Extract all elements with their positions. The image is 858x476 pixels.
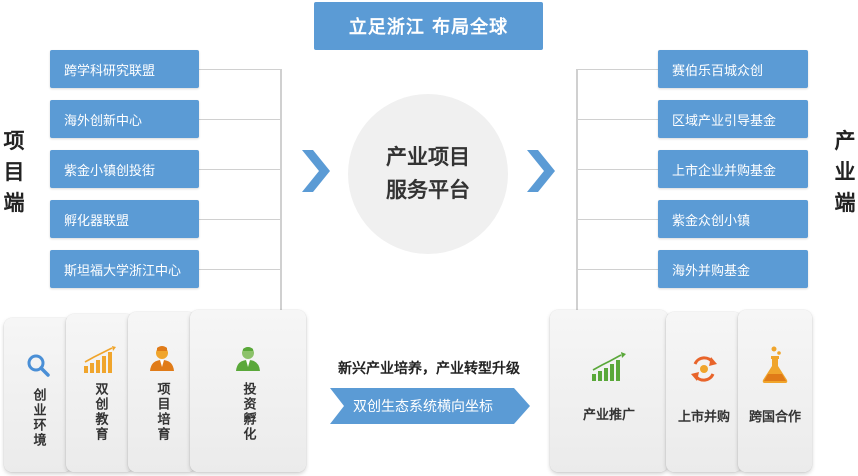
left-connector bbox=[199, 219, 281, 220]
left-card: 创业环境 bbox=[4, 318, 72, 472]
right-side-char: 产 bbox=[834, 129, 856, 153]
center-title-line: 产业项目 bbox=[386, 145, 470, 169]
left-item-box: 孵化器联盟 bbox=[50, 200, 199, 238]
card-label: 投资孵化 bbox=[240, 382, 256, 442]
left-item-box: 海外创新中心 bbox=[50, 100, 199, 138]
center-title-line: 服务平台 bbox=[386, 178, 470, 202]
investor-icon bbox=[236, 347, 260, 371]
right-item-box: 紫金众创小镇 bbox=[658, 200, 808, 238]
center-platform-circle: 产业项目 服务平台 bbox=[348, 94, 508, 254]
right-connector bbox=[577, 119, 658, 120]
right-side-char: 端 bbox=[834, 191, 856, 215]
right-card: 跨国合作 bbox=[738, 310, 812, 472]
person-icon bbox=[150, 346, 174, 371]
left-side-char: 目 bbox=[3, 160, 25, 184]
left-item-box: 紫金小镇创投街 bbox=[50, 150, 199, 188]
left-item-box: 跨学科研究联盟 bbox=[50, 50, 199, 88]
right-connector bbox=[577, 269, 658, 270]
right-card: 上市并购 bbox=[666, 312, 742, 472]
left-side-char: 项 bbox=[3, 129, 25, 153]
left-connector bbox=[199, 119, 281, 120]
right-item-box: 区域产业引导基金 bbox=[658, 100, 808, 138]
right-item-box: 海外并购基金 bbox=[658, 250, 808, 288]
arrow-banner-label: 双创生态系统横向坐标 bbox=[353, 399, 493, 415]
left-connector bbox=[199, 269, 281, 270]
right-side-label: 产 业 端 bbox=[831, 126, 858, 219]
left-connector bbox=[199, 69, 281, 70]
left-connector-vertical bbox=[280, 69, 282, 319]
right-connector bbox=[577, 69, 658, 70]
bar-chart-icon bbox=[84, 346, 116, 373]
left-card: 双创教育 bbox=[66, 314, 134, 472]
right-item-box: 上市企业并购基金 bbox=[658, 150, 808, 188]
left-connector bbox=[199, 169, 281, 170]
right-connector bbox=[577, 219, 658, 220]
top-banner: 立足浙江 布局全球 bbox=[314, 2, 543, 50]
chevron-right-icon bbox=[527, 150, 555, 192]
left-card: 投资孵化 bbox=[190, 310, 306, 472]
chevron-right-icon bbox=[302, 150, 330, 192]
card-label: 双创教育 bbox=[92, 382, 108, 442]
left-side-char: 端 bbox=[3, 191, 25, 215]
card-label: 跨国合作 bbox=[748, 410, 801, 425]
card-label: 产业推广 bbox=[582, 408, 635, 423]
magnifier-icon bbox=[27, 354, 50, 377]
arrow-banner-shape bbox=[330, 388, 530, 424]
growth-chart-icon bbox=[592, 352, 626, 381]
flask-icon bbox=[762, 346, 788, 383]
left-card: 项目培育 bbox=[128, 312, 196, 472]
card-label: 创业环境 bbox=[30, 388, 46, 448]
horizontal-axis-arrow: 双创生态系统横向坐标 bbox=[330, 388, 530, 424]
right-connector bbox=[577, 169, 658, 170]
card-label: 项目培育 bbox=[154, 382, 170, 442]
right-card: 产业推广 bbox=[550, 310, 668, 472]
left-item-box: 斯坦福大学浙江中心 bbox=[50, 250, 199, 288]
card-label: 上市并购 bbox=[677, 410, 730, 425]
cycle-icon bbox=[691, 356, 717, 382]
right-item-box: 赛伯乐百城众创 bbox=[658, 50, 808, 88]
right-side-char: 业 bbox=[834, 160, 856, 184]
right-connector-vertical bbox=[576, 69, 578, 319]
slogan-text: 新兴产业培养，产业转型升级 bbox=[338, 361, 520, 377]
left-side-label: 项 目 端 bbox=[0, 126, 28, 219]
